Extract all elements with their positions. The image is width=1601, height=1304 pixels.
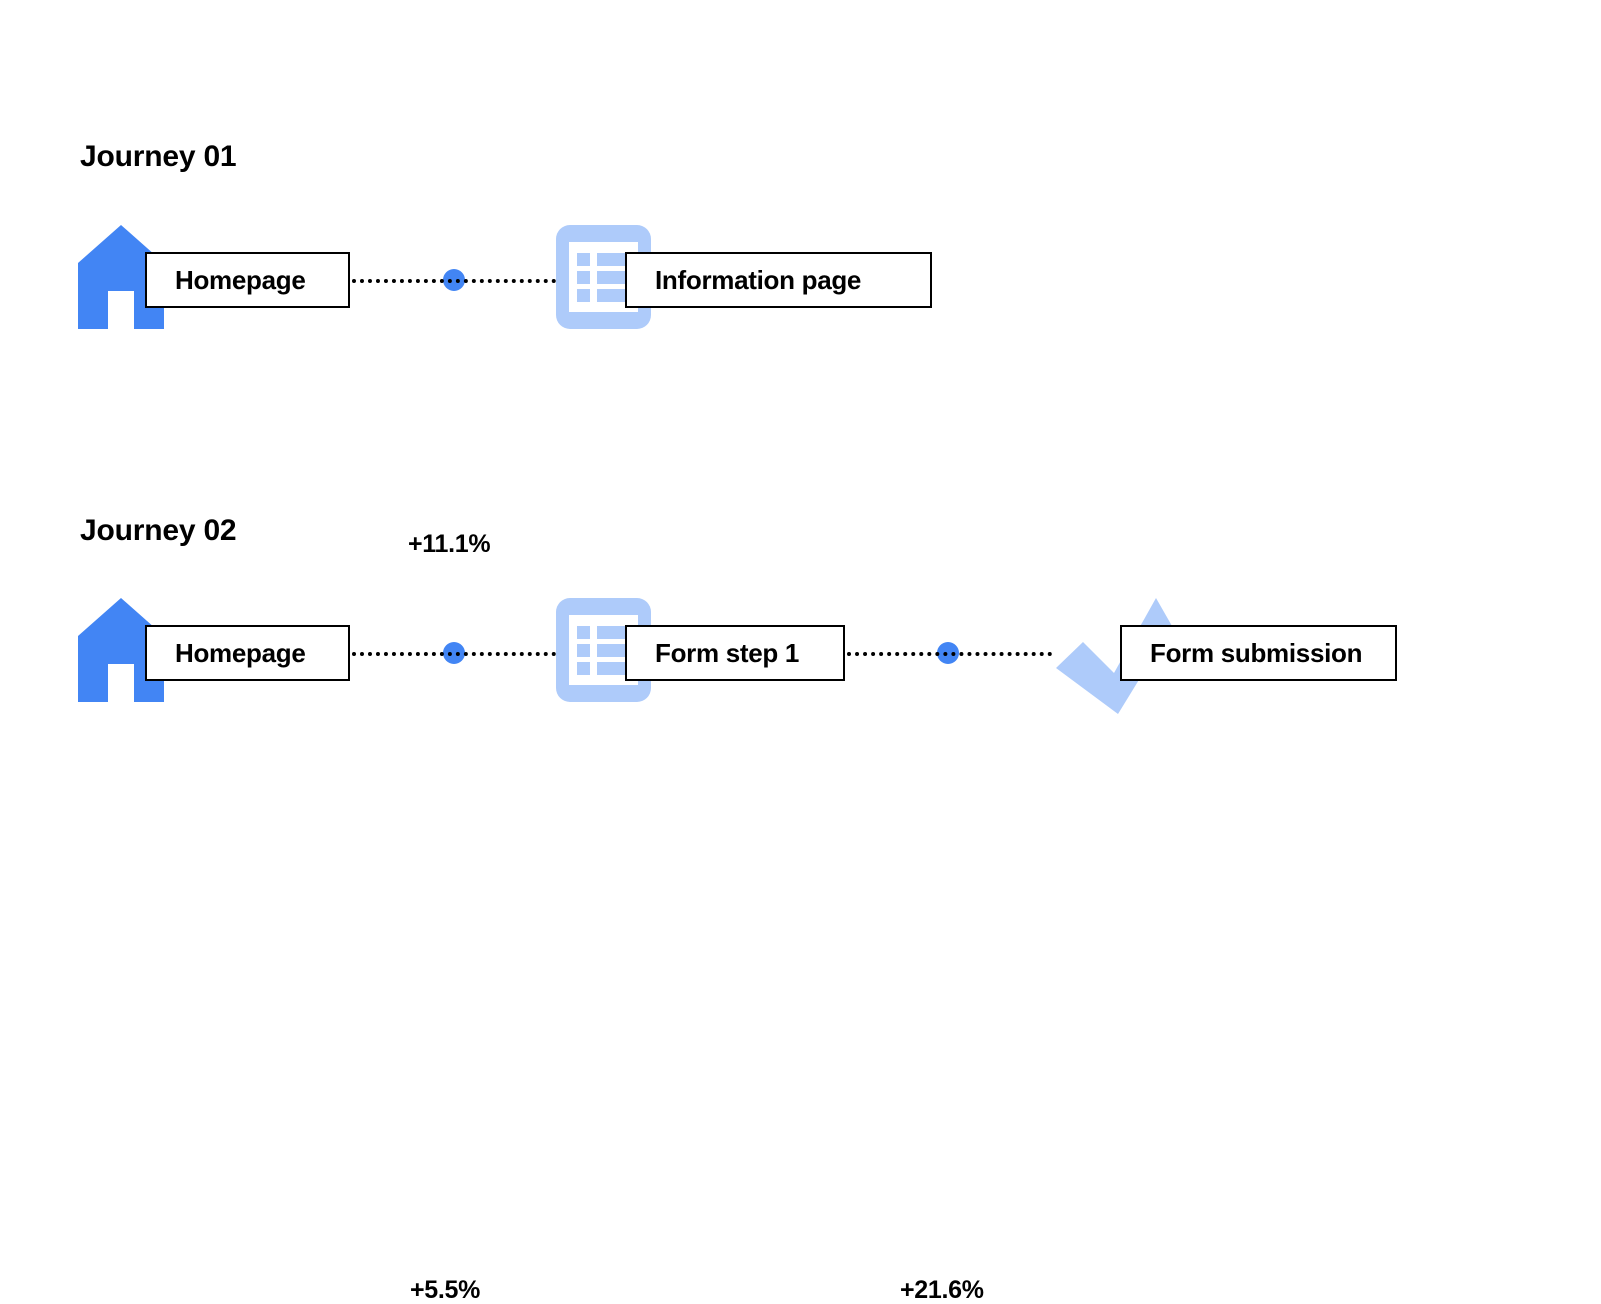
dotted-connector-line xyxy=(352,652,556,656)
journey-01-title: Journey 01 xyxy=(80,140,237,173)
node-label: Homepage xyxy=(175,265,306,295)
dotted-connector-line xyxy=(847,652,1052,656)
journey-diagram-canvas: Journey 01 Homepage +11.1% xyxy=(78,140,1397,1303)
node-label: Information page xyxy=(655,265,862,295)
delta-label-j1-1: +11.1% xyxy=(408,530,491,558)
home-icon xyxy=(78,225,164,329)
node-label: Homepage xyxy=(175,638,306,668)
connector-j2-2 xyxy=(847,633,1052,673)
node-box-form-submission[interactable]: Form submission xyxy=(1120,625,1397,681)
node-label: Form step 1 xyxy=(655,638,800,668)
node-box-homepage[interactable]: Homepage xyxy=(145,625,350,681)
home-icon xyxy=(78,598,164,702)
connector-j2-1 xyxy=(352,633,556,673)
dotted-connector-line xyxy=(352,279,556,283)
connector-j1-1 xyxy=(352,260,556,300)
node-box-form-step-1[interactable]: Form step 1 xyxy=(625,625,845,681)
journey-02-title: Journey 02 xyxy=(80,514,237,547)
delta-label-j2-2: +21.6% xyxy=(900,1276,984,1304)
node-box-homepage[interactable]: Homepage xyxy=(145,252,350,308)
node-box-information-page[interactable]: Information page xyxy=(625,252,932,308)
node-label: Form submission xyxy=(1150,638,1363,668)
delta-label-j2-1: +5.5% xyxy=(410,1276,481,1304)
